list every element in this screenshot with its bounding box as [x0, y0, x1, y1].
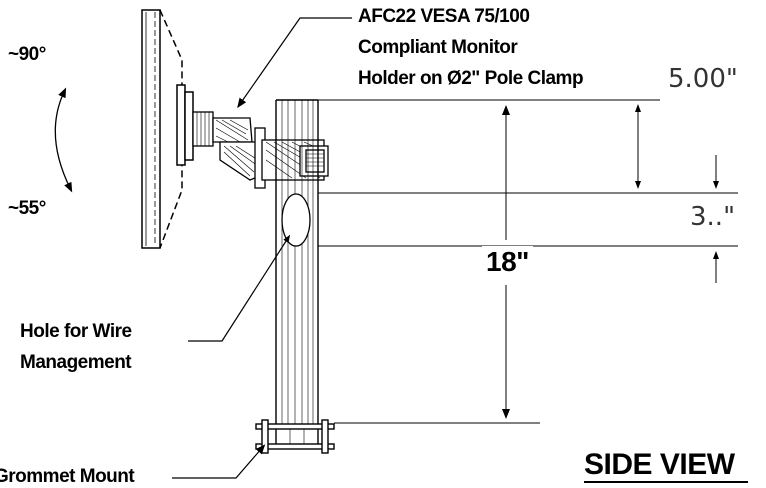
wire-hole	[281, 193, 311, 247]
hole-label-line2: Management	[20, 352, 132, 373]
grommet-mount	[255, 419, 335, 454]
product-label-line1: AFC22 VESA 75/100	[358, 6, 530, 27]
pole	[275, 99, 319, 428]
product-label-line3: Holder on Ø2" Pole Clamp	[358, 68, 584, 89]
view-title: SIDE VIEW	[584, 448, 735, 481]
dimension-lines	[318, 99, 738, 424]
monitor-profile	[141, 9, 194, 249]
angle-down-label: ~55°	[8, 198, 46, 219]
dimension-pole-height: 18"	[482, 246, 533, 278]
dimension-top-offset: 5.00"	[668, 64, 738, 94]
product-label-line2: Compliant Monitor	[358, 37, 518, 58]
tilt-arc	[54, 87, 73, 193]
angle-up-label: ~90°	[8, 44, 46, 65]
monitor-holder-arm	[192, 111, 329, 189]
grommet-label: Grommet Mount	[0, 466, 135, 487]
dimension-clamp-height: 3.."	[690, 202, 736, 232]
leader-lines	[172, 17, 352, 479]
hole-label-line1: Hole for Wire	[20, 321, 132, 342]
